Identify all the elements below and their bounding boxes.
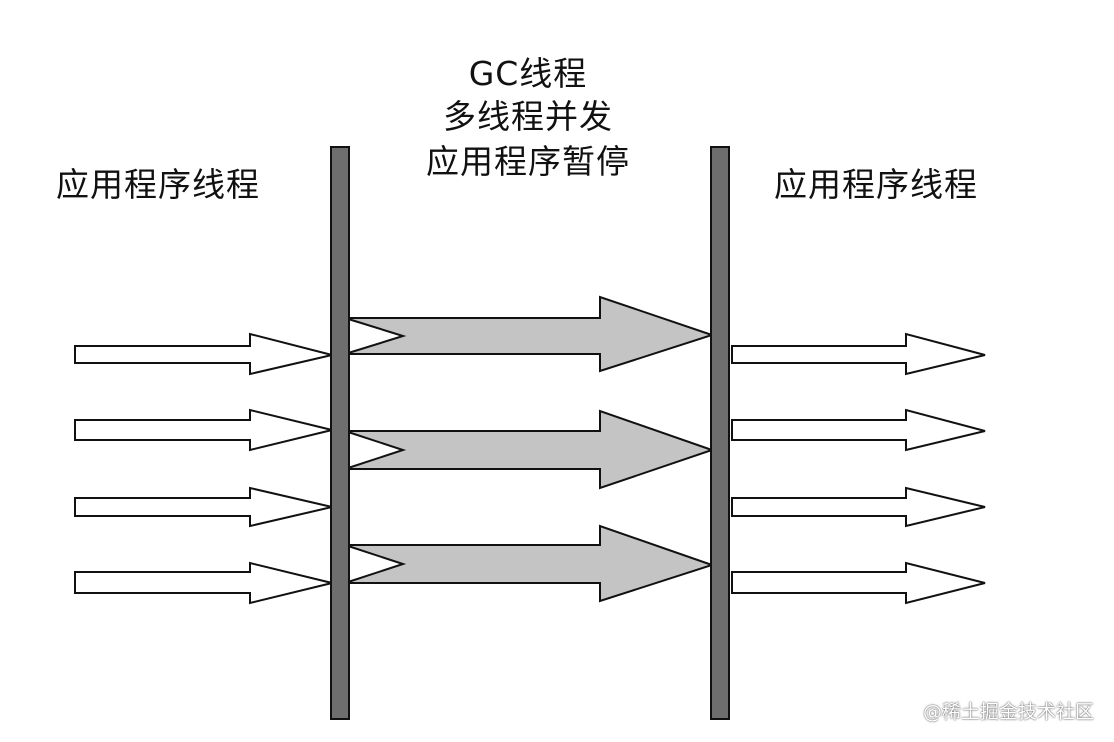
left-threads-label: 应用程序线程 — [56, 165, 260, 204]
right-threads-label: 应用程序线程 — [774, 165, 978, 204]
app-thread-arrow — [731, 561, 986, 605]
gc-concurrent-label: 多线程并发 — [443, 97, 613, 136]
gc-thread-arrow — [344, 295, 716, 373]
app-thread-arrow — [74, 486, 333, 528]
app-thread-arrow — [74, 561, 333, 605]
gc-thread-arrows — [344, 295, 716, 603]
gc-threads-label: GC线程 — [468, 54, 588, 93]
pause-end-barrier — [710, 146, 730, 720]
watermark: @稀土掘金技术社区 — [922, 701, 1094, 723]
app-thread-arrow — [74, 408, 333, 452]
gc-thread-arrow — [344, 409, 716, 490]
app-thread-arrows-right — [731, 332, 986, 605]
app-pause-label: 应用程序暂停 — [426, 142, 630, 181]
gc-thread-arrow — [344, 524, 716, 603]
app-thread-arrow — [731, 486, 986, 528]
app-thread-arrow — [731, 408, 986, 452]
app-thread-arrow — [731, 332, 986, 376]
pause-start-barrier — [330, 146, 350, 720]
app-thread-arrow — [74, 332, 333, 376]
app-thread-arrows-left — [74, 332, 333, 605]
